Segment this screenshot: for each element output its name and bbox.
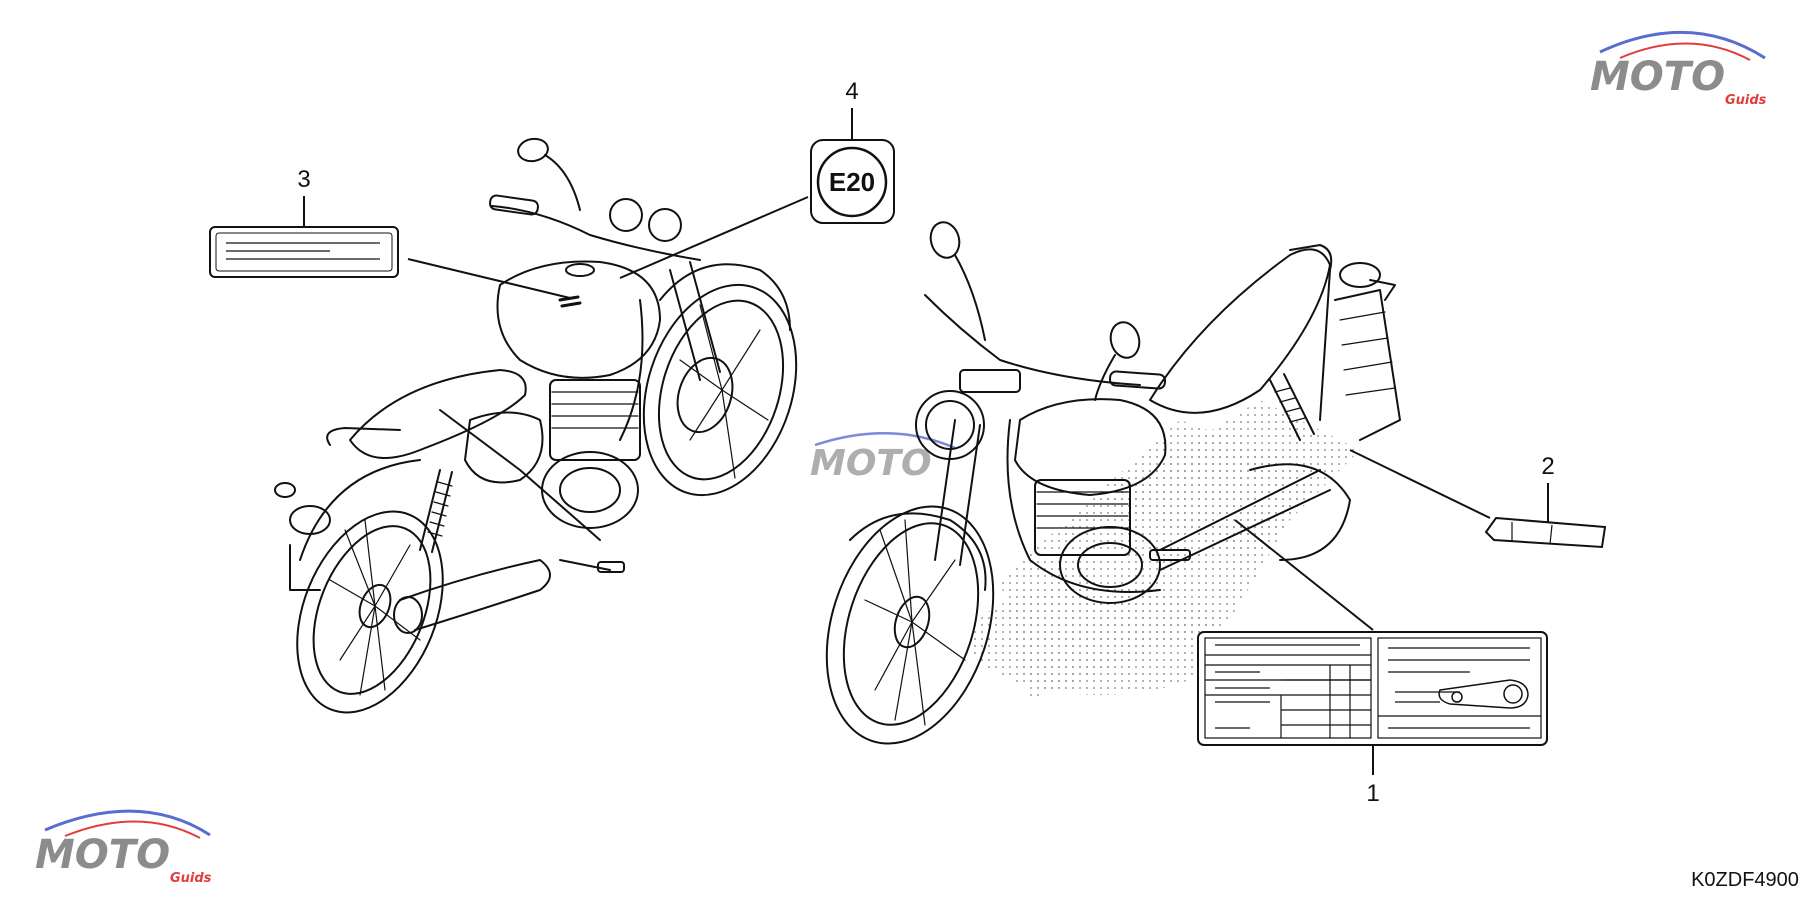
callout-2: 2 bbox=[1541, 453, 1554, 480]
part-2-label bbox=[1349, 449, 1607, 549]
watermark-brand: MOTO bbox=[1590, 54, 1725, 100]
part-3-label bbox=[209, 196, 571, 299]
watermark-brand: MOTO bbox=[35, 832, 170, 878]
callout-1: 1 bbox=[1366, 780, 1379, 807]
watermark-sub: Guids bbox=[170, 871, 212, 886]
part-4-e20-label: E20 bbox=[619, 108, 895, 279]
moto-guids-watermark-top: MOTO Guids bbox=[1590, 31, 1767, 108]
watermark-brand: MOTO bbox=[810, 443, 932, 484]
part-1-spec-label bbox=[1197, 519, 1548, 775]
e20-text: E20 bbox=[829, 167, 875, 197]
callout-3: 3 bbox=[297, 166, 310, 193]
motorcycle-right-view bbox=[825, 221, 1401, 745]
moto-guids-watermark-bottom: MOTO Guids bbox=[35, 809, 212, 886]
callout-4: 4 bbox=[845, 78, 858, 105]
motorcycle-left-view bbox=[274, 137, 798, 714]
watermark-sub: Guids bbox=[1725, 93, 1767, 108]
moto-guids-watermark-center: MOTO bbox=[810, 431, 956, 484]
diagram-code: K0ZDF4900 bbox=[1691, 869, 1799, 891]
